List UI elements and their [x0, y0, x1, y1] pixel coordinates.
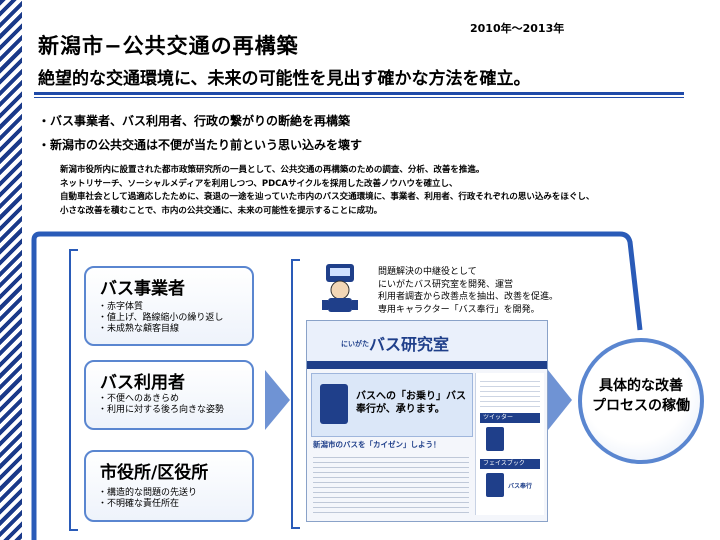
box-item: ・未成熟な顧客目線 — [98, 324, 180, 334]
stakeholder-box-operators: バス事業者 ・赤字体質 ・値上げ、路線縮小の繰り返し ・未成熟な顧客目線 — [84, 266, 254, 346]
sidebar-caption: バス奉行 — [508, 483, 533, 490]
sidebar-mascot-icon — [486, 427, 504, 451]
arrow-right-icon — [548, 370, 572, 430]
site-sidebar: ツイッター フェイスブック バス奉行 — [475, 373, 544, 515]
slide-title: 新潟市−公共交通の再構築 — [38, 34, 299, 58]
title-rule — [34, 92, 684, 95]
date-range: 2010年〜2013年 — [470, 22, 565, 35]
description: 新潟市役所内に設置された都市政策研究所の一員として、公共交通の再構築のための調査… — [60, 164, 700, 218]
site-header: にいがた バス研究室 — [307, 321, 547, 361]
website-screenshot: にいがた バス研究室 バスへの「お乗り」バス奉行が、承ります。 新潟市のバスを「… — [306, 320, 548, 522]
box-item: ・利用に対する後ろ向きな姿勢 — [98, 405, 225, 415]
decorative-stripe — [0, 0, 22, 540]
box-item: ・構造的な問題の先送り — [98, 488, 198, 498]
bus-bugyo-mascot-icon — [322, 264, 358, 312]
note-line: 利用者調査から改善点を抽出、改善を促進。 — [378, 292, 559, 302]
sidebar-twitter-label: ツイッター — [480, 413, 540, 423]
result-text: 具体的な改善 プロセスの稼働 — [582, 376, 700, 416]
box-item: ・値上げ、路線縮小の繰り返し — [98, 313, 224, 323]
bullet-item: ・新潟市の公共交通は不便が当たり前という思い込みを壊す — [38, 138, 363, 152]
title-rule-thin — [34, 97, 684, 98]
site-headline: 新潟市のバスを「カイゼン」しよう！ — [313, 440, 441, 449]
site-prefix: にいがた — [341, 340, 369, 348]
box-items: ・赤字体質 ・値上げ、路線縮小の繰り返し ・未成熟な顧客目線 — [98, 302, 223, 335]
sidebar-mascot-icon — [486, 473, 504, 497]
arrow-right-icon — [265, 370, 290, 430]
stakeholder-box-city: 市役所/区役所 ・構造的な問題の先送り ・不明確な責任所在 — [84, 450, 254, 522]
note-line: にいがたバス研究室を開発、運営 — [378, 279, 514, 290]
bullet-item: ・バス事業者、バス利用者、行政の繋がりの断絶を再構築 — [38, 114, 351, 128]
box-title: バス事業者 — [100, 279, 185, 299]
note-line: 問題解決の中継役として — [378, 267, 477, 277]
note-line: 専用キャラクター「バス奉行」を開発。 — [378, 304, 540, 315]
result-circle: 具体的な改善 プロセスの稼働 — [578, 338, 704, 464]
description-line: 新潟市役所内に設置された都市政策研究所の一員として、公共交通の再構築のための調査… — [60, 165, 485, 175]
flow-frame-line — [31, 231, 643, 540]
stakeholder-box-riders: バス利用者 ・不便へのあきらめ ・利用に対する後ろ向きな姿勢 — [84, 360, 254, 430]
description-line: 自動車社会として過適応したために、衰退の一途を辿っていた市内のバス交通環境に、事… — [60, 192, 595, 202]
result-line: 具体的な改善 — [599, 378, 683, 394]
sidebar-facebook-label: フェイスブック — [480, 459, 540, 469]
box-title: バス利用者 — [100, 373, 185, 393]
site-body-text — [313, 453, 469, 515]
sidebar-news — [480, 377, 540, 407]
box-title: 市役所/区役所 — [100, 463, 209, 483]
site-nav-bar — [307, 361, 547, 369]
box-items: ・構造的な問題の先送り ・不明確な責任所在 — [98, 488, 197, 510]
box-item: ・不明確な責任所在 — [98, 499, 180, 509]
box-item: ・赤字体質 — [98, 302, 144, 312]
result-line: プロセスの稼働 — [592, 398, 690, 414]
slide-subtitle: 絶望的な交通環境に、未来の可能性を見出す確かな方法を確立。 — [38, 69, 531, 89]
banner-text: バスへの「お乗り」バス奉行が、承ります。 — [356, 391, 466, 415]
banner-mascot-icon — [320, 384, 348, 424]
middle-bracket — [291, 259, 300, 529]
left-bracket — [69, 249, 78, 531]
box-items: ・不便へのあきらめ ・利用に対する後ろ向きな姿勢 — [98, 394, 224, 416]
site-title: バス研究室 — [369, 335, 450, 354]
box-item: ・不便へのあきらめ — [98, 394, 180, 404]
site-banner: バスへの「お乗り」バス奉行が、承ります。 — [311, 373, 473, 437]
solution-notes: 問題解決の中継役として にいがたバス研究室を開発、運営 利用者調査から改善点を抽… — [378, 266, 558, 316]
description-line: 小さな改善を積むことで、市内の公共交通に、未来の可能性を提示することに成功。 — [60, 205, 383, 216]
description-line: ネットリサーチ、ソーシャルメディアを利用しつつ、PDCAサイクルを採用した改善ノ… — [60, 178, 458, 189]
